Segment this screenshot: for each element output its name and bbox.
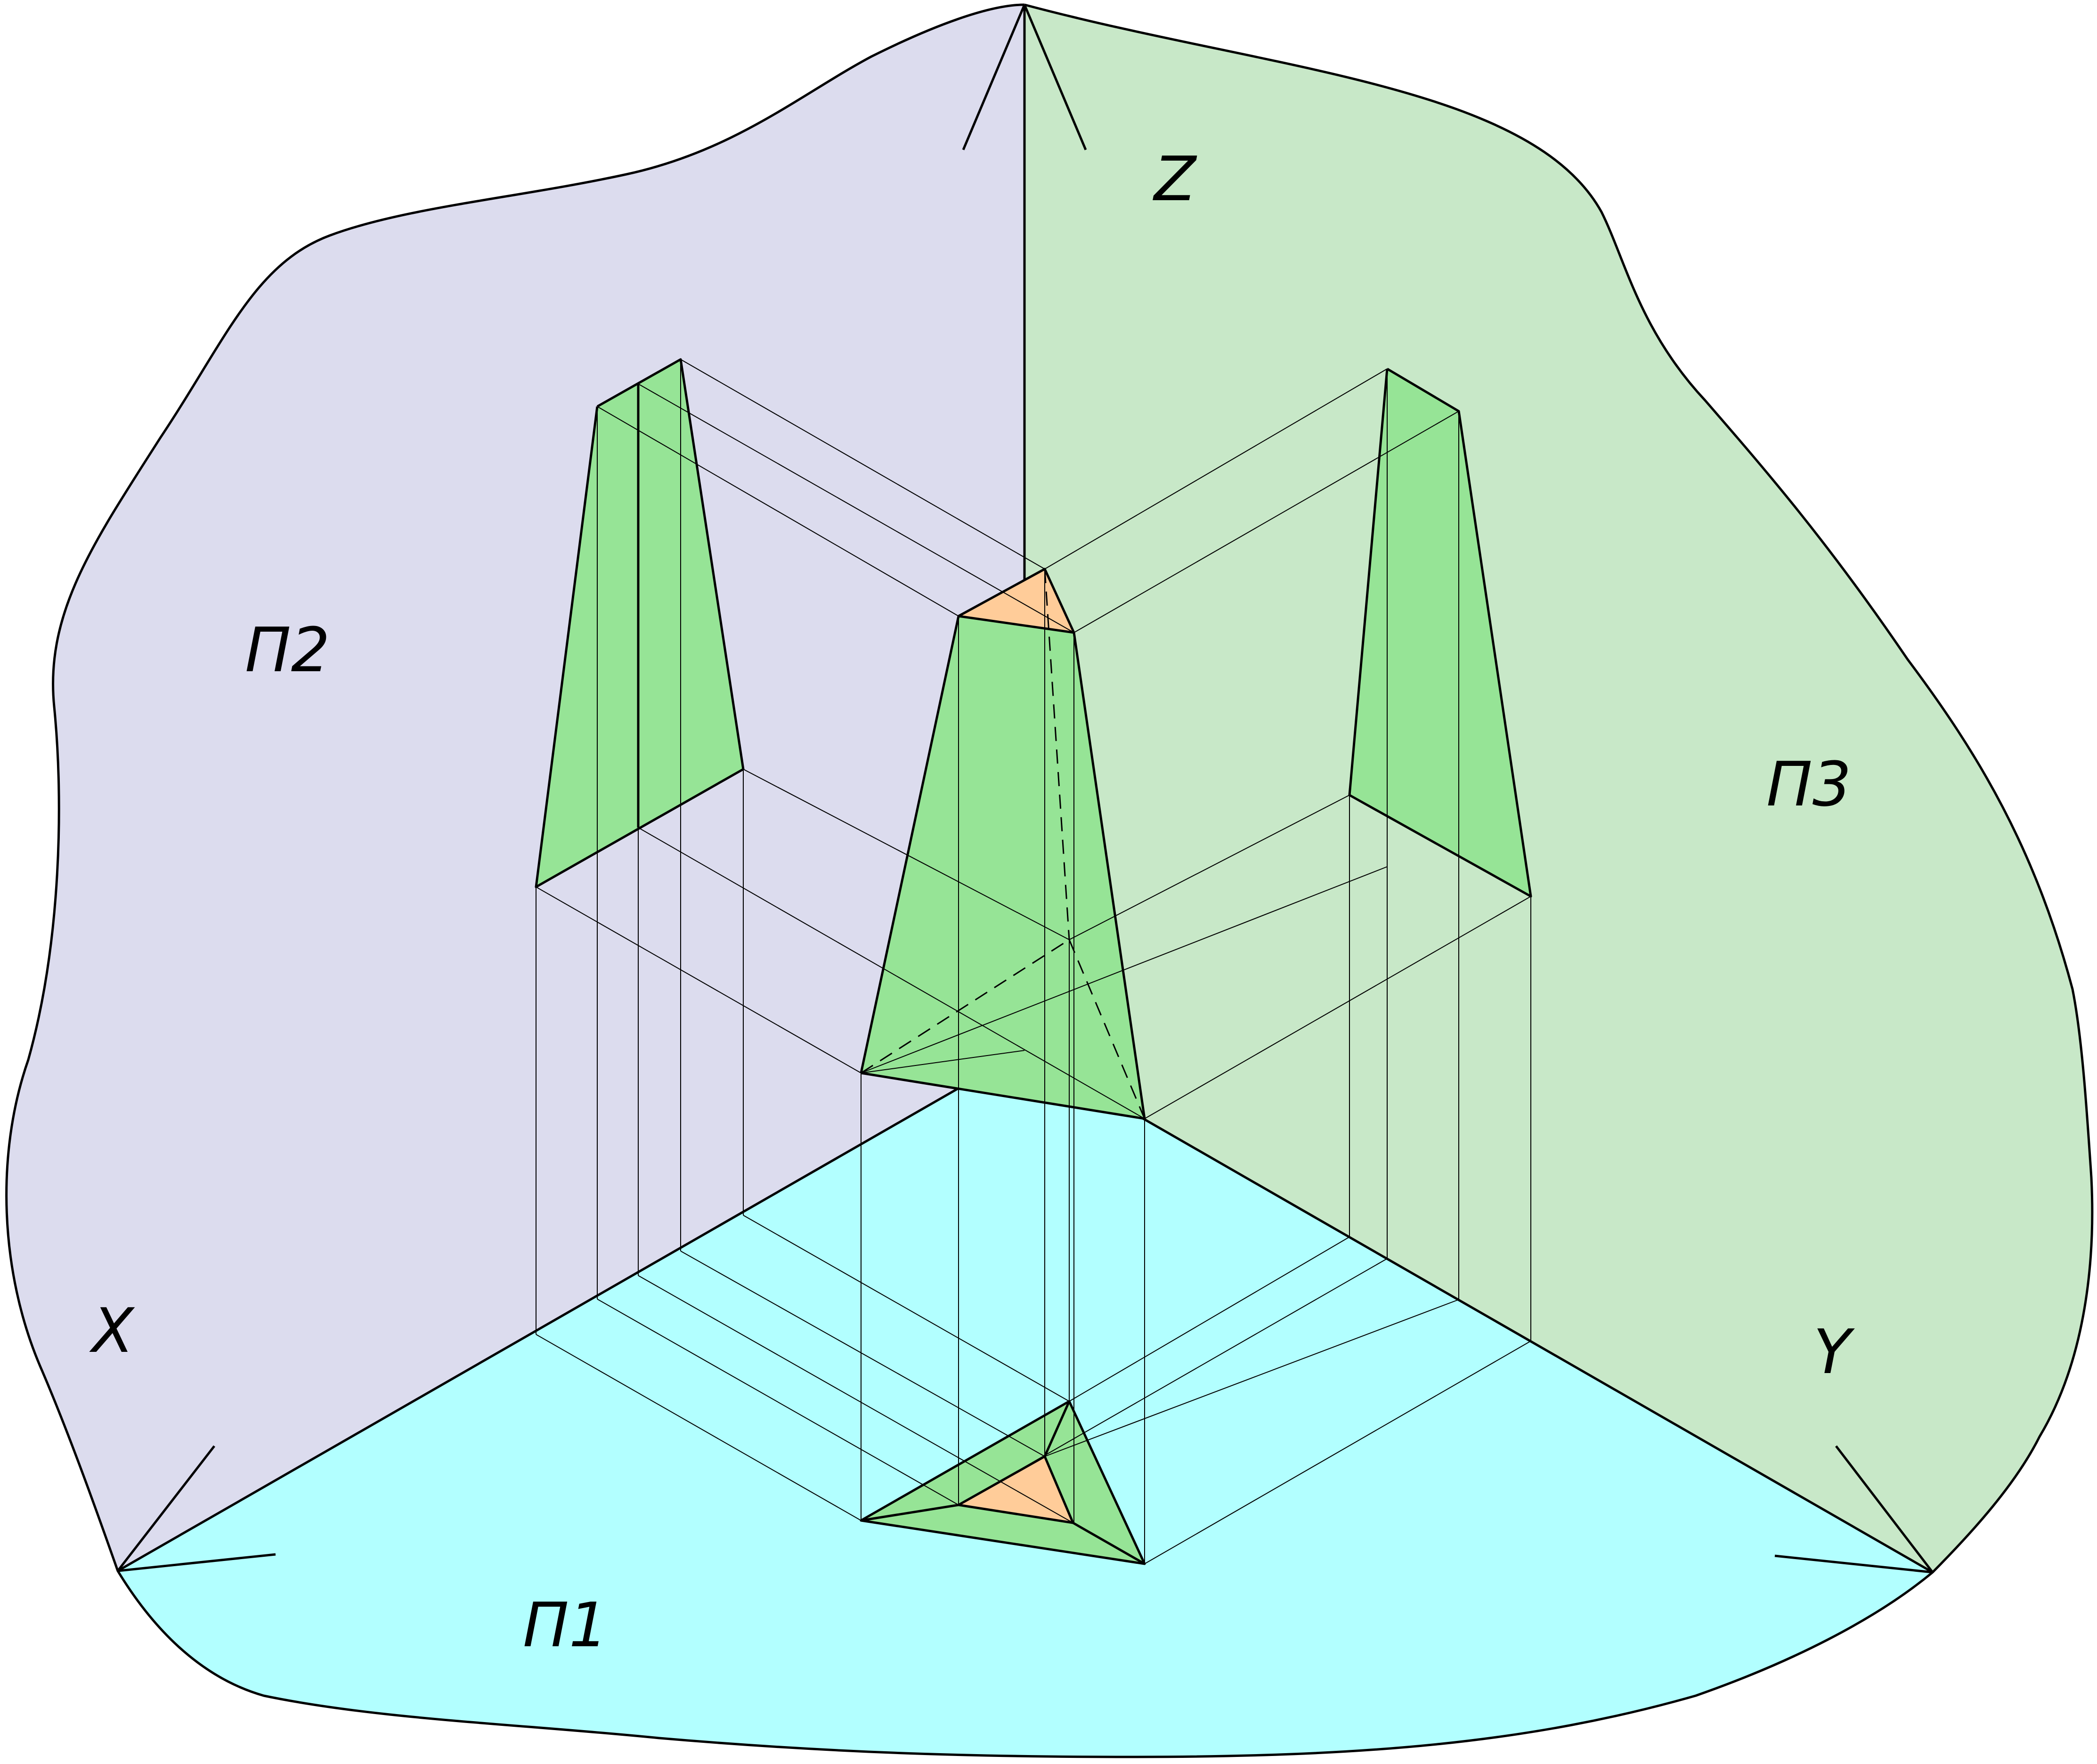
axis-y-arrow-upper xyxy=(1835,1445,1934,1573)
axis-x-line xyxy=(117,1049,1025,1572)
plane-p3-label: П3 xyxy=(1766,748,1851,820)
axis-z-arrow-right xyxy=(1023,4,1087,150)
object-outlines xyxy=(535,358,1532,1565)
plane-p1-label: П1 xyxy=(523,1589,608,1661)
labels: Z X Y П2 П3 П1 xyxy=(89,143,1855,1661)
plane-outline xyxy=(5,3,2094,1758)
frontal-face-right xyxy=(638,359,743,828)
axes xyxy=(117,4,1934,1574)
axis-x-label: X xyxy=(89,1295,135,1366)
axis-z-arrow-left xyxy=(962,4,1026,150)
frontal-face-left xyxy=(536,384,638,887)
horizontal-top-outline xyxy=(957,1455,1074,1524)
axis-z-label: Z xyxy=(1153,143,1197,215)
solid-base-front xyxy=(861,1072,1145,1120)
horizontal-base-outline xyxy=(860,1400,1146,1565)
plane-p2 xyxy=(6,5,1024,1571)
axis-x-arrow-upper xyxy=(117,1445,215,1572)
solid-edge-left xyxy=(860,616,960,1073)
frontal-outline xyxy=(535,358,745,888)
axis-y-label: Y xyxy=(1813,1316,1855,1388)
axis-y-line xyxy=(1024,1049,1934,1574)
profile-face xyxy=(1349,369,1531,896)
axis-x-arrow-lower xyxy=(117,1553,276,1572)
hidden-edges xyxy=(861,569,1146,1119)
plane-p3 xyxy=(1024,5,2092,1572)
solid-edge-right xyxy=(1073,632,1146,1119)
solid-top-outline xyxy=(957,568,1075,634)
profile-outline xyxy=(1348,367,1532,898)
plane-p2-label: П2 xyxy=(245,614,330,686)
axis-y-arrow-lower xyxy=(1774,1554,1933,1574)
plane-p1 xyxy=(118,1050,1933,1757)
